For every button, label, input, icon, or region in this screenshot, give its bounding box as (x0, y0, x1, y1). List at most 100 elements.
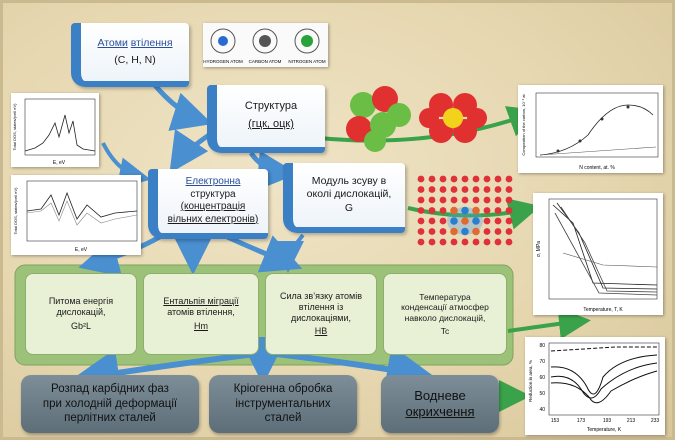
dos-chart-1: E, eV Total DOS, states/(cell eV) (11, 93, 99, 167)
lattice-atom (472, 196, 480, 204)
composition-xlabel: N content, at. % (579, 165, 615, 171)
atoms-elements: (C, H, N) (114, 54, 156, 66)
lattice-atom (505, 186, 513, 193)
lattice-atom (461, 196, 469, 204)
lattice-atom (483, 196, 491, 204)
composition-chart-svg: N content, at. % Composition of the carb… (521, 92, 659, 171)
shear-node: Модуль зсуву в околі дислокацій, G (283, 163, 405, 233)
electronic-line3: (концентрація (180, 201, 246, 212)
shear-line2: околі дислокацій, (306, 188, 392, 201)
arrow-electronic-binding (221, 232, 303, 273)
arrow-band-hydrogen (267, 345, 435, 393)
lattice-atom (439, 217, 447, 225)
lattice-atom (439, 207, 447, 214)
lattice-atom (428, 238, 436, 246)
energy-line2: дислокацій, (56, 306, 106, 317)
lattice-atom (494, 217, 502, 225)
lattice-atom (483, 175, 491, 183)
reduction-xtick-4: 233 (651, 418, 660, 424)
lattice-atom (494, 196, 502, 204)
lattice-atom (417, 186, 425, 193)
enthalpy-line2: атомів втілення, (167, 306, 235, 317)
lattice-atom (461, 227, 469, 236)
binding-line4: HB (314, 326, 328, 337)
atom-pictures-svg: HYDROGEN ATOM CARBON ATOM NITROGEN ATOM (203, 28, 326, 64)
temperature-line2: конденсації атмосфер (401, 302, 489, 313)
lattice-atom (417, 175, 425, 183)
atoms-node: Атоми втілення (C, H, N) (71, 23, 189, 87)
shear-line1: Модуль зсуву в (311, 175, 387, 188)
lattice-atom (494, 207, 502, 214)
cryo-node: Кріогенна обробка інструментальних стале… (209, 375, 357, 433)
lattice-atom (483, 207, 491, 214)
bcc-crystal (419, 93, 487, 143)
lattice-atom (472, 186, 480, 193)
structure-types: (гцк, оцк) (248, 118, 294, 130)
lattice-atom (505, 238, 513, 246)
hydrogen-line2: окрихчення (405, 404, 475, 419)
atom-label-c: CARBON ATOM (249, 59, 282, 64)
lattice-atom (472, 217, 480, 225)
arrow-atoms-structure (151, 81, 213, 131)
lattice-atom (483, 228, 491, 235)
arrow-band-temp (507, 307, 591, 340)
crystal-pictures (346, 86, 487, 152)
temp-xlabel: Temperature, T, K (583, 307, 623, 313)
energy-node: Питома енергія дислокацій, Gb²L (25, 273, 137, 355)
cryo-line2: інструментальних (235, 397, 331, 410)
reduction-chart-svg: 80 70 60 50 40 153 173 193 213 233 Tempe… (528, 342, 660, 433)
carbide-line2: при холодній деформації (42, 397, 178, 410)
lattice-atom (450, 227, 458, 236)
lattice-atom (439, 175, 447, 183)
fcc-crystal (346, 86, 411, 152)
lattice-atom (494, 186, 502, 193)
lattice-atom (461, 238, 469, 246)
lattice-atom (450, 196, 458, 204)
lattice-atom (505, 217, 513, 225)
lattice-atom (417, 228, 425, 235)
cryo-line1: Кріогенна обробка (233, 383, 333, 396)
composition-ylabel: Composition of the carbon, 10⁻³ at (521, 93, 526, 155)
lattice-atom (450, 206, 458, 215)
reduction-xtick-2: 193 (603, 418, 612, 424)
lattice-atom (472, 227, 480, 236)
lattice-atom (417, 196, 425, 204)
dos-chart-2: E, eV Total DOS, states/(cell eV) (11, 175, 141, 255)
reduction-ytick-1: 70 (539, 359, 545, 365)
temperature-line4: Tc (440, 325, 450, 336)
lattice-atom (428, 196, 436, 204)
lattice-atom (450, 186, 458, 193)
atom-label-n: NITROGEN ATOM (288, 59, 326, 64)
arrow-shear-band (272, 233, 305, 273)
lattice-atom (483, 238, 491, 246)
reduction-ytick-2: 60 (539, 375, 545, 381)
reduction-ytick-4: 40 (539, 407, 545, 413)
electronic-line1: Електронна (185, 176, 241, 187)
lattice-atom (505, 207, 513, 214)
lattice-atom (450, 175, 458, 183)
hydrogen-line1: Водневе (414, 387, 466, 403)
lattice-atom (439, 228, 447, 235)
lattice-atom (439, 196, 447, 204)
lattice-atom (428, 207, 436, 214)
lattice-atom (494, 228, 502, 235)
hydrogen-node: Водневе окрихчення (381, 375, 499, 433)
atom-pictures: HYDROGEN ATOM CARBON ATOM NITROGEN ATOM (203, 23, 328, 67)
reduction-ytick-0: 80 (539, 343, 545, 349)
arrow-dos-electronic (101, 142, 151, 189)
lattice-atom (428, 217, 436, 225)
lattice-atom (483, 186, 491, 193)
lattice-atom (450, 217, 458, 225)
carbide-node: Розпад карбідних фаз при холодній деформ… (21, 375, 199, 433)
lattice-atom (428, 175, 436, 183)
dos1-ylabel: Total DOS, states/(cell eV) (12, 103, 17, 151)
atoms-title: Атоми (97, 36, 128, 49)
energy-line1: Питома енергія (48, 295, 114, 306)
lattice-atom (428, 228, 436, 235)
lattice-atom (472, 238, 480, 246)
lattice-atom (494, 238, 502, 246)
temperature-line3: навколо дислокацій, (404, 313, 486, 323)
lattice-atom (417, 238, 425, 246)
dos-chart-2-svg: E, eV Total DOS, states/(cell eV) (13, 180, 138, 253)
